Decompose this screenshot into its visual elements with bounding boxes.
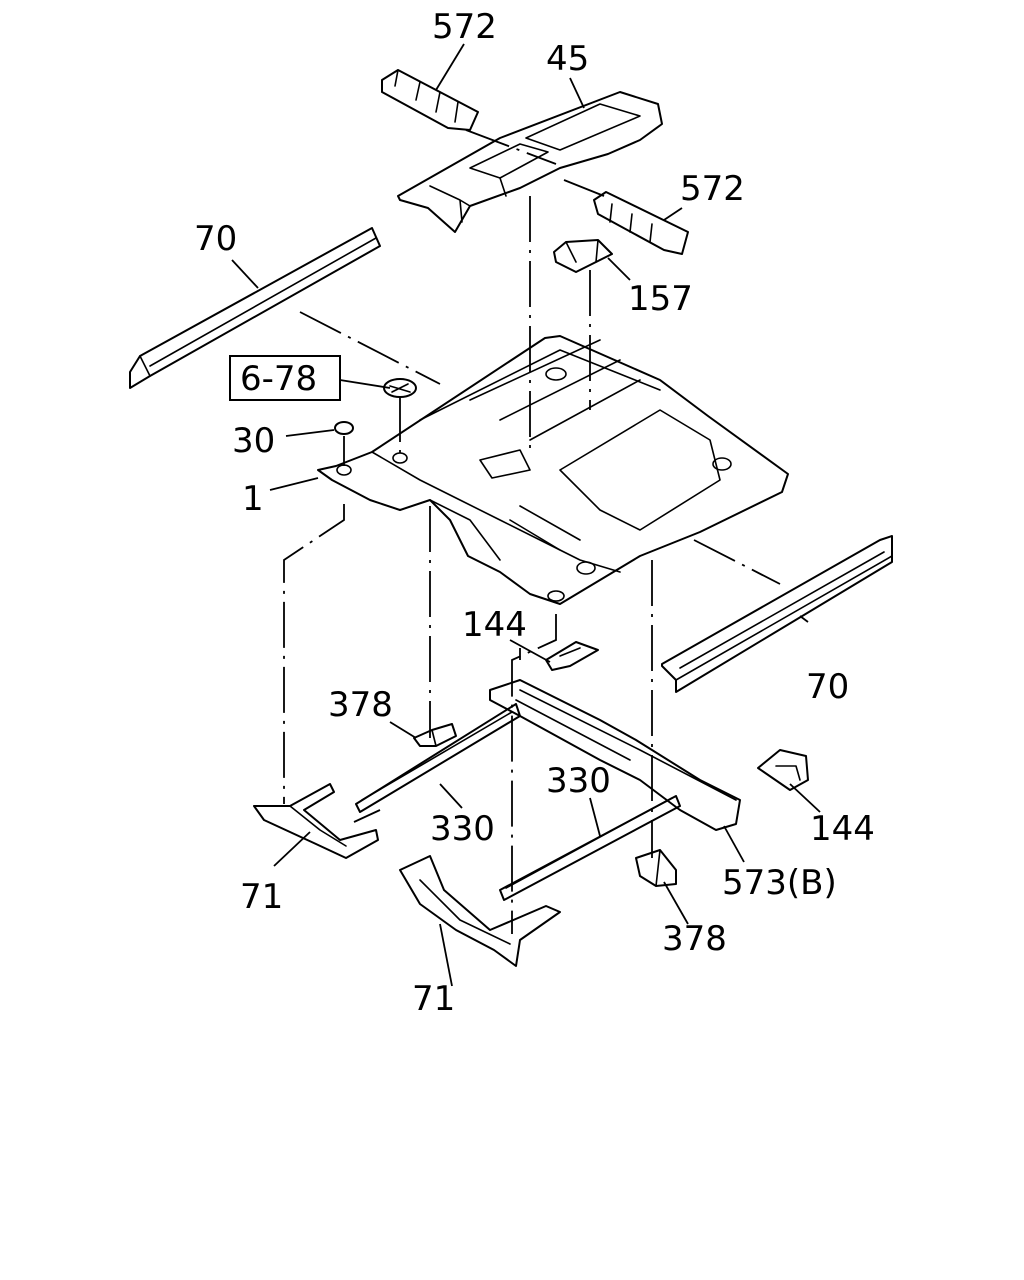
label-330-right: 330 xyxy=(546,761,611,801)
label-330-left: 330 xyxy=(430,809,495,849)
part-70-left-sill[interactable] xyxy=(129,227,381,389)
part-378-left[interactable] xyxy=(413,723,457,747)
part-144-right[interactable] xyxy=(757,749,809,791)
part-157[interactable] xyxy=(553,239,613,273)
part-572-top[interactable] xyxy=(381,69,479,131)
part-378-right[interactable] xyxy=(635,849,677,887)
leader-lines xyxy=(231,43,821,987)
part-330-right-crossmember[interactable] xyxy=(499,795,681,901)
label-6-78-box xyxy=(229,355,341,401)
part-71-left[interactable] xyxy=(253,783,379,859)
part-70-right-sill[interactable] xyxy=(661,535,893,693)
part-71-bottom[interactable] xyxy=(399,855,561,967)
label-378-right: 378 xyxy=(662,919,727,959)
label-45: 45 xyxy=(546,39,589,79)
alignment-lines xyxy=(283,129,781,934)
label-572-top: 572 xyxy=(432,7,497,47)
label-1: 1 xyxy=(242,479,264,519)
part-573b-frame-member[interactable] xyxy=(489,679,741,831)
label-572-right: 572 xyxy=(680,169,745,209)
label-144-right: 144 xyxy=(810,809,875,849)
part-30-plug[interactable] xyxy=(334,421,354,435)
part-1-floor-panel[interactable] xyxy=(317,335,789,605)
label-30: 30 xyxy=(232,421,275,461)
part-45-tunnel-reinforcement[interactable] xyxy=(397,91,663,233)
label-144-mid: 144 xyxy=(462,605,527,645)
label-157: 157 xyxy=(628,279,693,319)
label-70-right: 70 xyxy=(806,667,849,707)
callout-labels: 572 45 572 70 157 6-78 30 1 144 70 378 3… xyxy=(194,7,875,1019)
label-71-bottom: 71 xyxy=(412,979,455,1019)
part-144-mid[interactable] xyxy=(545,641,599,671)
label-70-left: 70 xyxy=(194,219,237,259)
label-378-left: 378 xyxy=(328,685,393,725)
label-6-78: 6-78 xyxy=(240,359,317,399)
part-572-right[interactable] xyxy=(593,191,689,255)
label-573b: 573(B) xyxy=(722,863,837,903)
label-71-left: 71 xyxy=(240,877,283,917)
